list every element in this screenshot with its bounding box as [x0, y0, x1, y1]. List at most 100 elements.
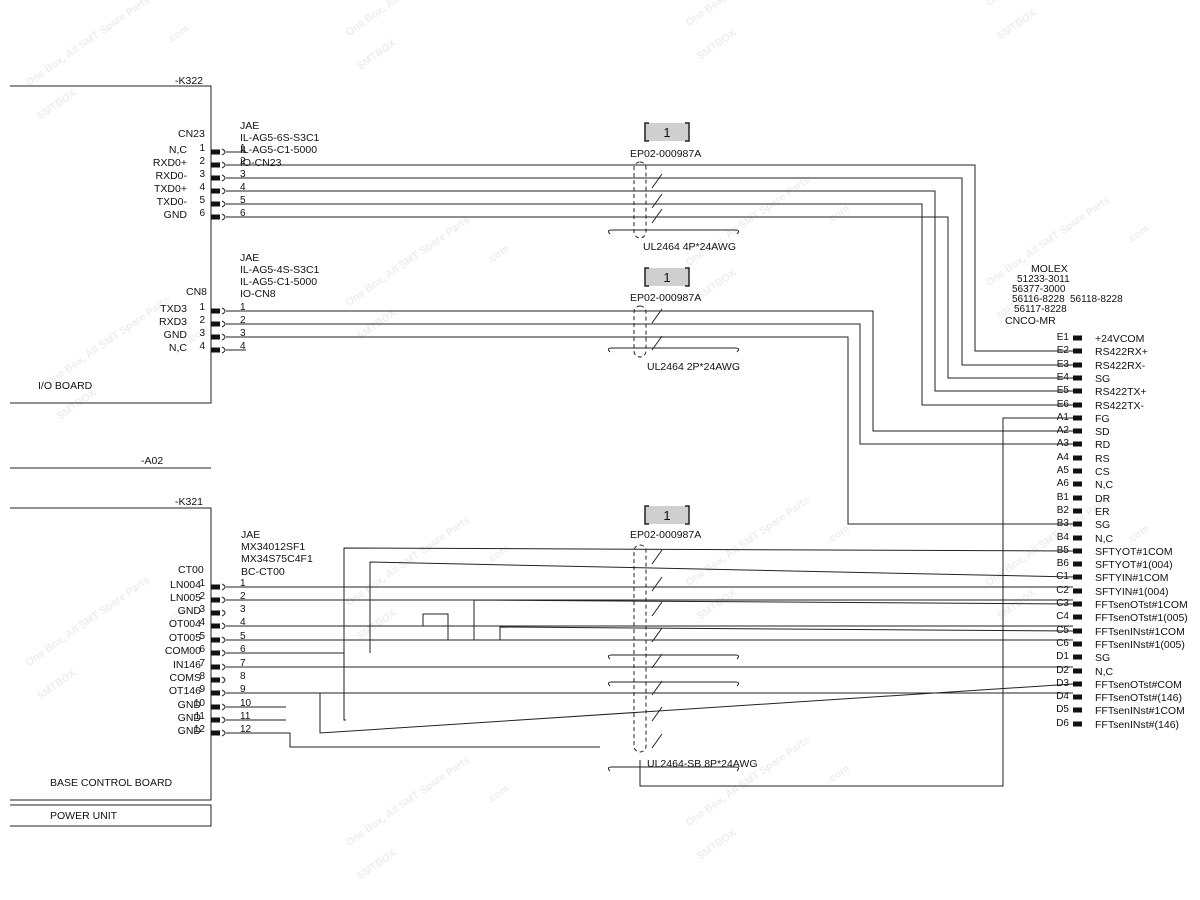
pin-socket — [211, 704, 220, 710]
watermark-brand: SMTBOX — [355, 607, 399, 643]
cn8-mate-label: IO-CN8 — [240, 288, 276, 300]
molex-pin-socket — [1073, 415, 1082, 421]
molex-part-1: 51233-3011 — [1017, 274, 1070, 285]
molex-pin-socket — [1073, 548, 1082, 554]
molex-pin-signal: SG — [1095, 373, 1110, 385]
watermark-brand: SMTBOX — [695, 587, 739, 623]
base-control-board: -A02 -K321 BASE CONTROL BOARD — [10, 455, 212, 801]
cn8-maker: JAE — [240, 252, 259, 264]
cn8-part1: IL-AG5-4S-S3C1 — [240, 264, 320, 276]
watermark-domain: .com — [1125, 222, 1152, 246]
pin-plug — [221, 622, 226, 630]
molex-pin-id: D6 — [1056, 718, 1069, 729]
molex-pin-socket — [1073, 388, 1082, 394]
molex-pin-id: E4 — [1057, 372, 1070, 383]
pin-signal-label: N,C — [169, 342, 188, 354]
pin-number-mate: 12 — [240, 724, 252, 735]
molex-pin-signal: RS422RX- — [1095, 360, 1146, 372]
wire-fg — [639, 417, 1073, 787]
molex-pin-id: A1 — [1057, 412, 1070, 423]
molex-pin-signal: SD — [1095, 426, 1110, 438]
cable-3: 1 EP02-000987A UL2464-SB 8P*24AWG — [630, 505, 758, 770]
pin-number: 1 — [199, 143, 205, 154]
io-board-label: I/O BOARD — [38, 380, 93, 392]
twist-mark — [651, 208, 663, 224]
molex-pin-socket — [1073, 495, 1082, 501]
cn23-maker: JAE — [240, 120, 259, 132]
pin-number: 1 — [199, 302, 205, 313]
watermark-brand: SMTBOX — [695, 27, 739, 63]
pin-number: 11 — [195, 711, 206, 722]
molex-pin-socket — [1073, 468, 1082, 474]
pin-socket — [211, 717, 220, 723]
cn8-name: CN8 — [186, 286, 207, 298]
twist-mark — [651, 601, 663, 617]
pin-socket — [211, 623, 220, 629]
pin-number-mate: 7 — [240, 658, 246, 669]
pin-number: 2 — [199, 315, 205, 326]
pin-number: 6 — [199, 208, 205, 219]
pin-socket — [211, 334, 220, 340]
molex-pin-signal: FG — [1095, 413, 1110, 425]
pin-socket — [211, 347, 220, 353]
cable-3-shield — [633, 544, 647, 753]
pin-socket — [211, 690, 220, 696]
watermark-domain: .com — [825, 522, 852, 546]
drain-wire — [607, 681, 740, 687]
molex-pin-socket — [1073, 681, 1082, 687]
molex-pin-socket — [1073, 707, 1082, 713]
molex-pin-socket — [1073, 641, 1082, 647]
molex-pin-id: B3 — [1057, 518, 1070, 529]
pin-plug — [221, 729, 226, 737]
cable-3-spec: UL2464-SB 8P*24AWG — [647, 758, 758, 770]
watermark-slogan: One Box, All SMT Spare Parts — [684, 0, 813, 29]
pin-number: 4 — [199, 617, 205, 628]
pin-signal-label: COMS — [170, 672, 202, 684]
watermark-domain: .com — [485, 542, 512, 566]
pin-number-mate: 4 — [240, 341, 246, 352]
cn23-mate-label: IO-CN23 — [240, 157, 282, 169]
pin-signal-label: OT146 — [169, 685, 201, 697]
molex-pin-id: A2 — [1057, 425, 1070, 436]
molex-pin-signal: RS422TX+ — [1095, 386, 1147, 398]
watermark-brand: SMTBOX — [695, 267, 739, 303]
watermark-slogan: One Box, All SMT Spare Parts — [24, 0, 153, 89]
pin-number: 3 — [199, 169, 205, 180]
ct00-header: JAE MX34012SF1 MX34S75C4F1 BC-CT00 CT00 — [178, 529, 313, 578]
cable-1-spec: UL2464 4P*24AWG — [643, 241, 736, 253]
molex-pin-socket — [1073, 588, 1082, 594]
molex-pin-id: E5 — [1057, 385, 1070, 396]
molex-pin-signal: N,C — [1095, 666, 1114, 678]
pin-number-mate: 3 — [240, 169, 246, 180]
watermark-slogan: One Box, All SMT Spare Parts — [24, 574, 153, 669]
molex-pin-id: C6 — [1056, 638, 1069, 649]
pin-signal-label: LN005 — [170, 592, 201, 604]
pin-number-mate: 5 — [240, 195, 246, 206]
pin-number-mate: 3 — [240, 604, 246, 615]
pin-number: 5 — [199, 631, 205, 642]
pin-number: 2 — [199, 156, 205, 167]
molex-pin-socket — [1073, 481, 1082, 487]
watermark-slogan: One Box, All SMT Spare Parts — [44, 294, 173, 389]
watermark-brand: SMTBOX — [995, 587, 1039, 623]
pin-number: 5 — [199, 195, 205, 206]
molex-pin-id: C3 — [1056, 598, 1069, 609]
pin-plug — [221, 636, 226, 644]
pin-number: 6 — [199, 644, 205, 655]
pin-signal-label: COM00 — [165, 645, 201, 657]
molex-pin-signal: FFTsenINst#1COM — [1095, 626, 1185, 638]
pin-signal-label: TXD0+ — [154, 183, 187, 195]
watermark-slogan: One Box, All SMT Spare Parts — [344, 754, 473, 849]
wire-com — [499, 626, 1074, 640]
io-board-ref: -K322 — [175, 75, 203, 87]
pin-plug — [221, 148, 226, 156]
molex-pin-signal: SFTYOT#1COM — [1095, 546, 1173, 558]
molex-part-3: 56116-8228 — [1012, 294, 1065, 305]
cn8-part2: IL-AG5-C1-5000 — [240, 276, 317, 288]
molex-pin-id: B1 — [1057, 492, 1070, 503]
molex-pin-signal: RD — [1095, 439, 1111, 451]
cn23-part1: IL-AG5-6S-S3C1 — [240, 132, 320, 144]
pin-number-mate: 5 — [240, 631, 246, 642]
